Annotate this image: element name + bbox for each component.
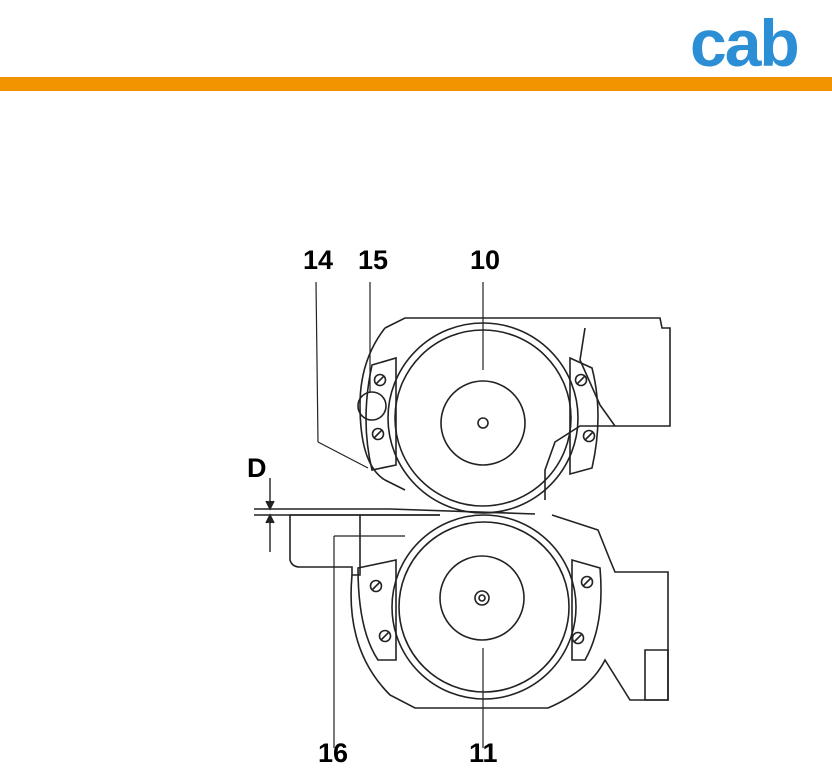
material-web [390,509,535,514]
lower-roller-11-rim [399,522,569,692]
upper-screws [373,375,595,442]
lower-roller-11-outer [392,515,576,699]
lower-roller-11-hub [440,556,524,640]
upper-roller-10-axle [478,418,488,428]
lower-right-block [645,650,668,700]
label-d: D [247,455,267,482]
label-11: 11 [469,740,498,767]
label-10: 10 [470,247,500,274]
cab-logo: cab [688,14,830,74]
lower-bearing-plate-left [358,560,396,660]
sensor-15 [358,392,386,420]
upper-roller-10-hub [441,381,525,465]
upper-housing [360,318,670,500]
feed-table-16 [290,515,360,575]
cab-logo-text: cab [690,14,798,74]
header-bar [0,77,832,91]
label-14: 14 [303,247,333,274]
lower-roller-11-axle [475,591,489,605]
label-15: 15 [358,247,388,274]
roller-diagram [200,230,700,773]
label-16: 16 [318,740,348,767]
